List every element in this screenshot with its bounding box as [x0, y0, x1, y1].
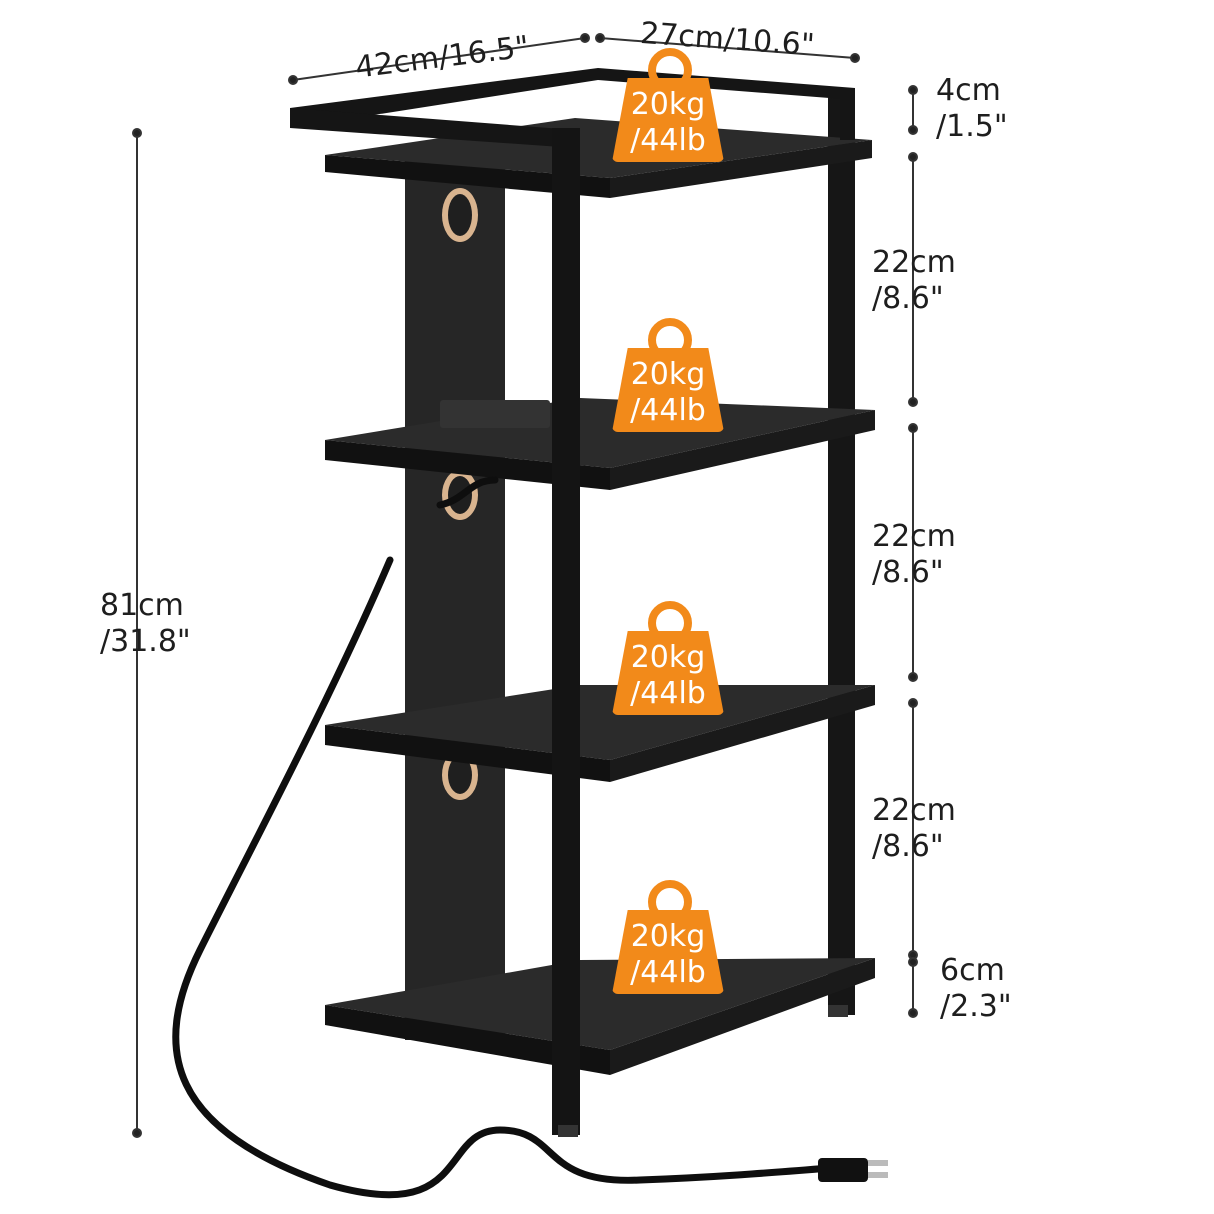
front-left-leg: [552, 128, 580, 1135]
width-line: [292, 37, 586, 81]
weight-badge-icon: 20kg /44lb: [612, 601, 724, 721]
plug-icon: [818, 1158, 888, 1182]
power-cord: [172, 476, 834, 1199]
gap1-label: 22cm /8.6": [872, 245, 956, 316]
back-panel: [405, 150, 505, 1040]
gap2-label: 22cm /8.6": [872, 519, 956, 590]
top-rail-label: 4cm /1.5": [936, 73, 1008, 144]
weight-badge-icon: 20kg /44lb: [612, 318, 724, 438]
top-frame: [290, 68, 855, 148]
depth-line: [599, 37, 856, 59]
height-in: /31.8": [100, 624, 191, 659]
shelves: [325, 118, 875, 1075]
gap3-label: 22cm /8.6": [872, 793, 956, 864]
weight-badge-icon: 20kg /44lb: [612, 48, 724, 168]
height-cm: 81cm: [100, 588, 184, 623]
back-right-leg: [828, 90, 855, 1015]
weight-badge-icon: 20kg /44lb: [612, 880, 724, 1000]
back-holes: [448, 194, 472, 794]
power-strip: [440, 400, 550, 428]
bottom-label: 6cm /2.3": [940, 953, 1012, 1024]
dimension-lines: [132, 33, 918, 1138]
height-label: 81cm /31.8": [100, 588, 191, 660]
